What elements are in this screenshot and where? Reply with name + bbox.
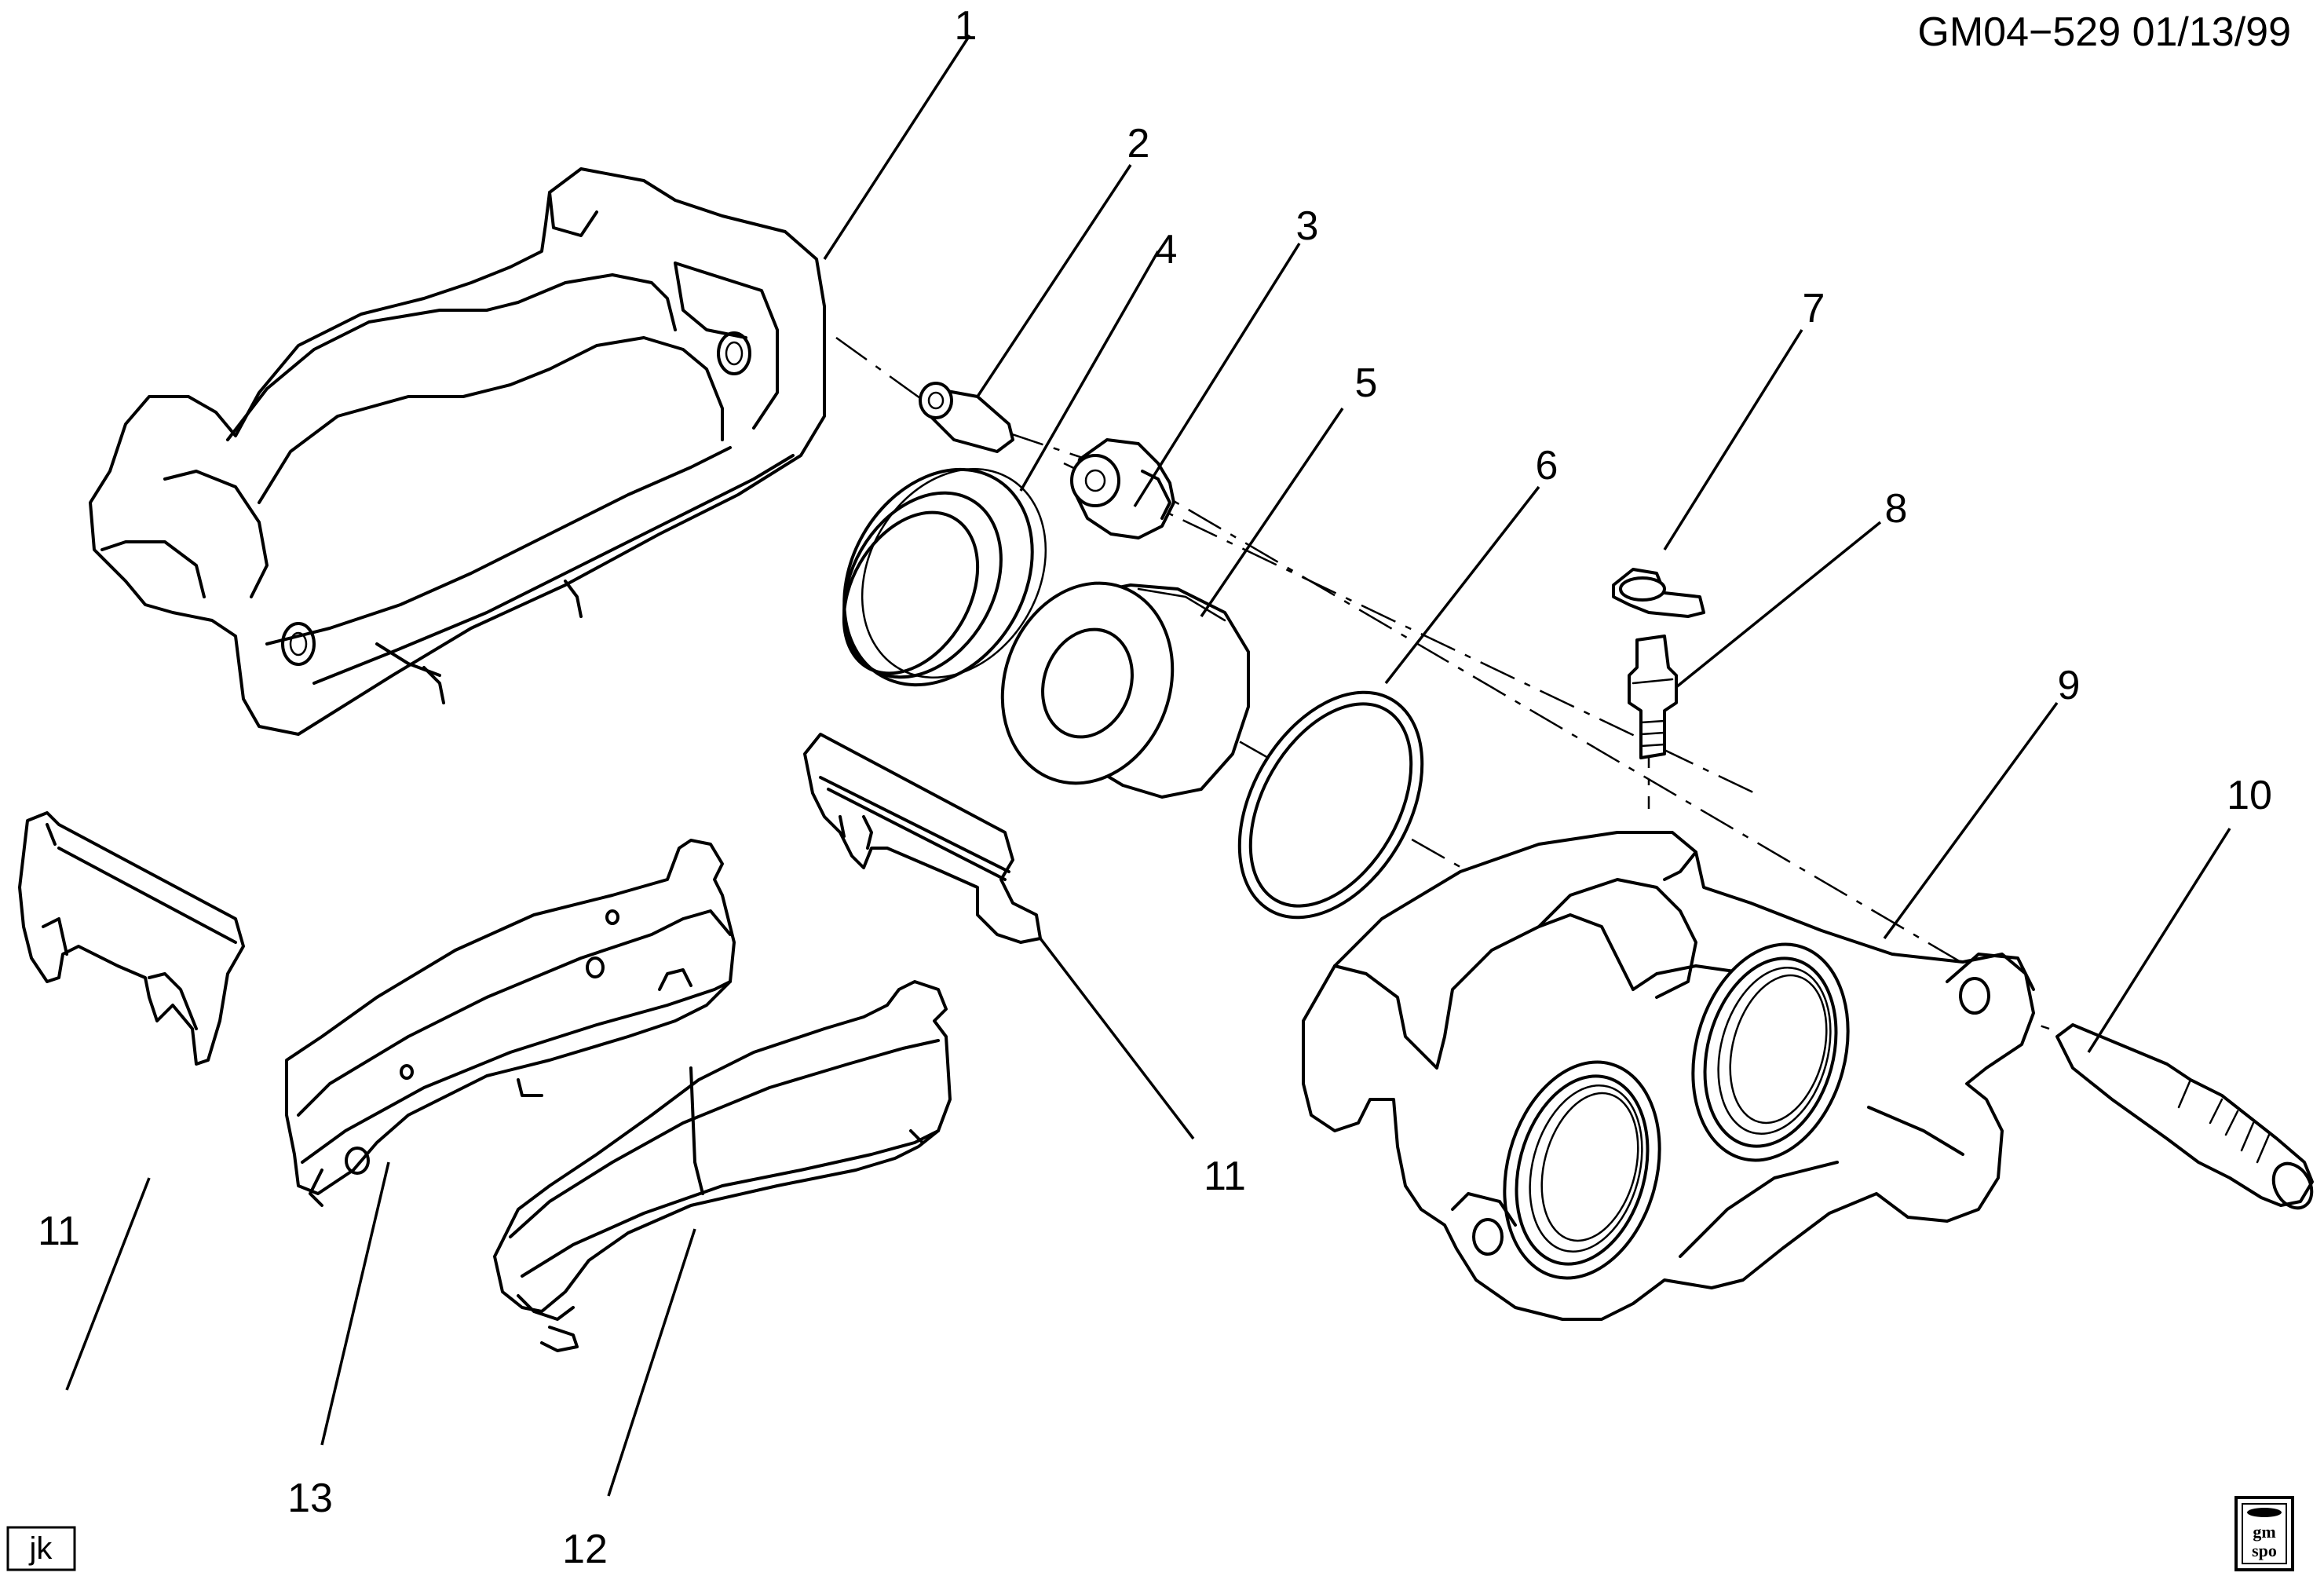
part-4-dust-boot — [842, 467, 1047, 687]
part-11-clip-left — [18, 811, 245, 1066]
part-12-outer-pad — [493, 980, 952, 1352]
logo-top-text: gm — [2253, 1522, 2275, 1542]
callout-1: 1 — [955, 3, 977, 49]
callout-13: 13 — [287, 1476, 333, 1521]
part-8-bleeder-valve — [1628, 635, 1678, 759]
logo-bottom-text: spo — [2252, 1541, 2277, 1560]
callout-5: 5 — [1355, 360, 1378, 406]
callout-numbers: 1 2 3 4 5 6 7 8 9 10 11 11 12 13 — [38, 3, 2272, 1572]
callout-2: 2 — [1127, 121, 1150, 166]
part-9-caliper-housing — [1302, 831, 2035, 1321]
gm-spo-logo: gm spo — [2234, 1496, 2294, 1571]
part-13-inner-pad — [285, 839, 736, 1207]
part-6-piston-seal — [1237, 690, 1424, 920]
callout-8: 8 — [1885, 486, 1908, 532]
callout-4: 4 — [1155, 227, 1178, 272]
initials-text: jk — [29, 1531, 53, 1566]
callout-9: 9 — [2058, 663, 2081, 708]
callout-6: 6 — [1536, 443, 1558, 488]
callout-12: 12 — [562, 1527, 608, 1572]
part-11-clip-right — [803, 733, 1042, 944]
callout-11-right: 11 — [1204, 1154, 1246, 1199]
callout-10: 10 — [2227, 773, 2272, 818]
callout-11-left: 11 — [38, 1209, 80, 1254]
leader-lines — [65, 35, 2231, 1497]
part-3-bleeder-boot — [1070, 438, 1175, 539]
drawing-id: GM04−529 01/13/99 — [1917, 9, 2291, 55]
part-2-sleeve — [919, 382, 1014, 453]
part-1-caliper-bracket — [89, 167, 826, 736]
part-5-piston — [1000, 581, 1250, 799]
initials-stamp: jk — [6, 1526, 76, 1571]
part-10-guide-pin-bolt — [2055, 1023, 2314, 1210]
callout-3: 3 — [1296, 203, 1319, 249]
part-7-bleeder-cap — [1612, 568, 1705, 618]
callout-7: 7 — [1803, 286, 1825, 331]
